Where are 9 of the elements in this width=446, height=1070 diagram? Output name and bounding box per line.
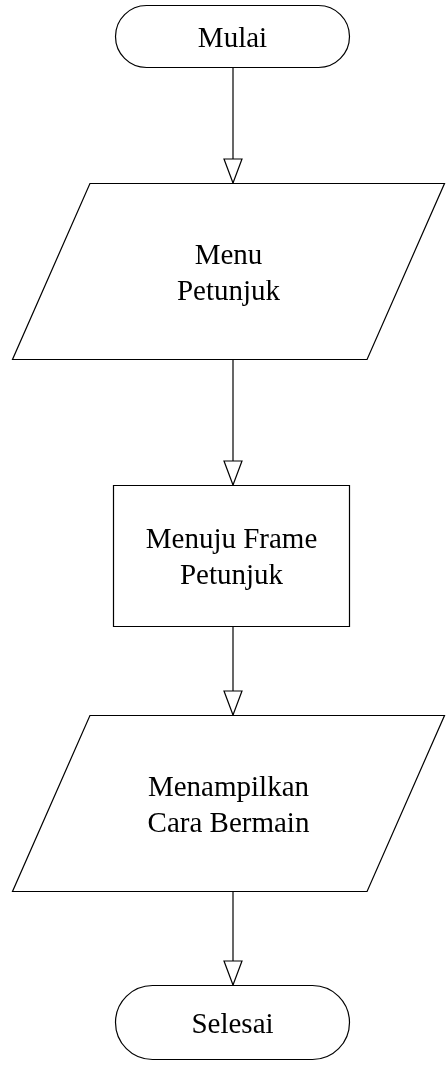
arrow: [223, 626, 243, 716]
node-label: Menampilkan Cara Bermain: [146, 768, 311, 840]
node-label: Mulai: [197, 19, 268, 55]
node-label: Selesai: [191, 1005, 274, 1041]
arrow: [223, 67, 243, 184]
node-label: Menu Petunjuk: [175, 236, 282, 308]
arrow: [223, 891, 243, 986]
arrow: [223, 359, 243, 486]
node-label: Menuju Frame Petunjuk: [144, 521, 319, 592]
